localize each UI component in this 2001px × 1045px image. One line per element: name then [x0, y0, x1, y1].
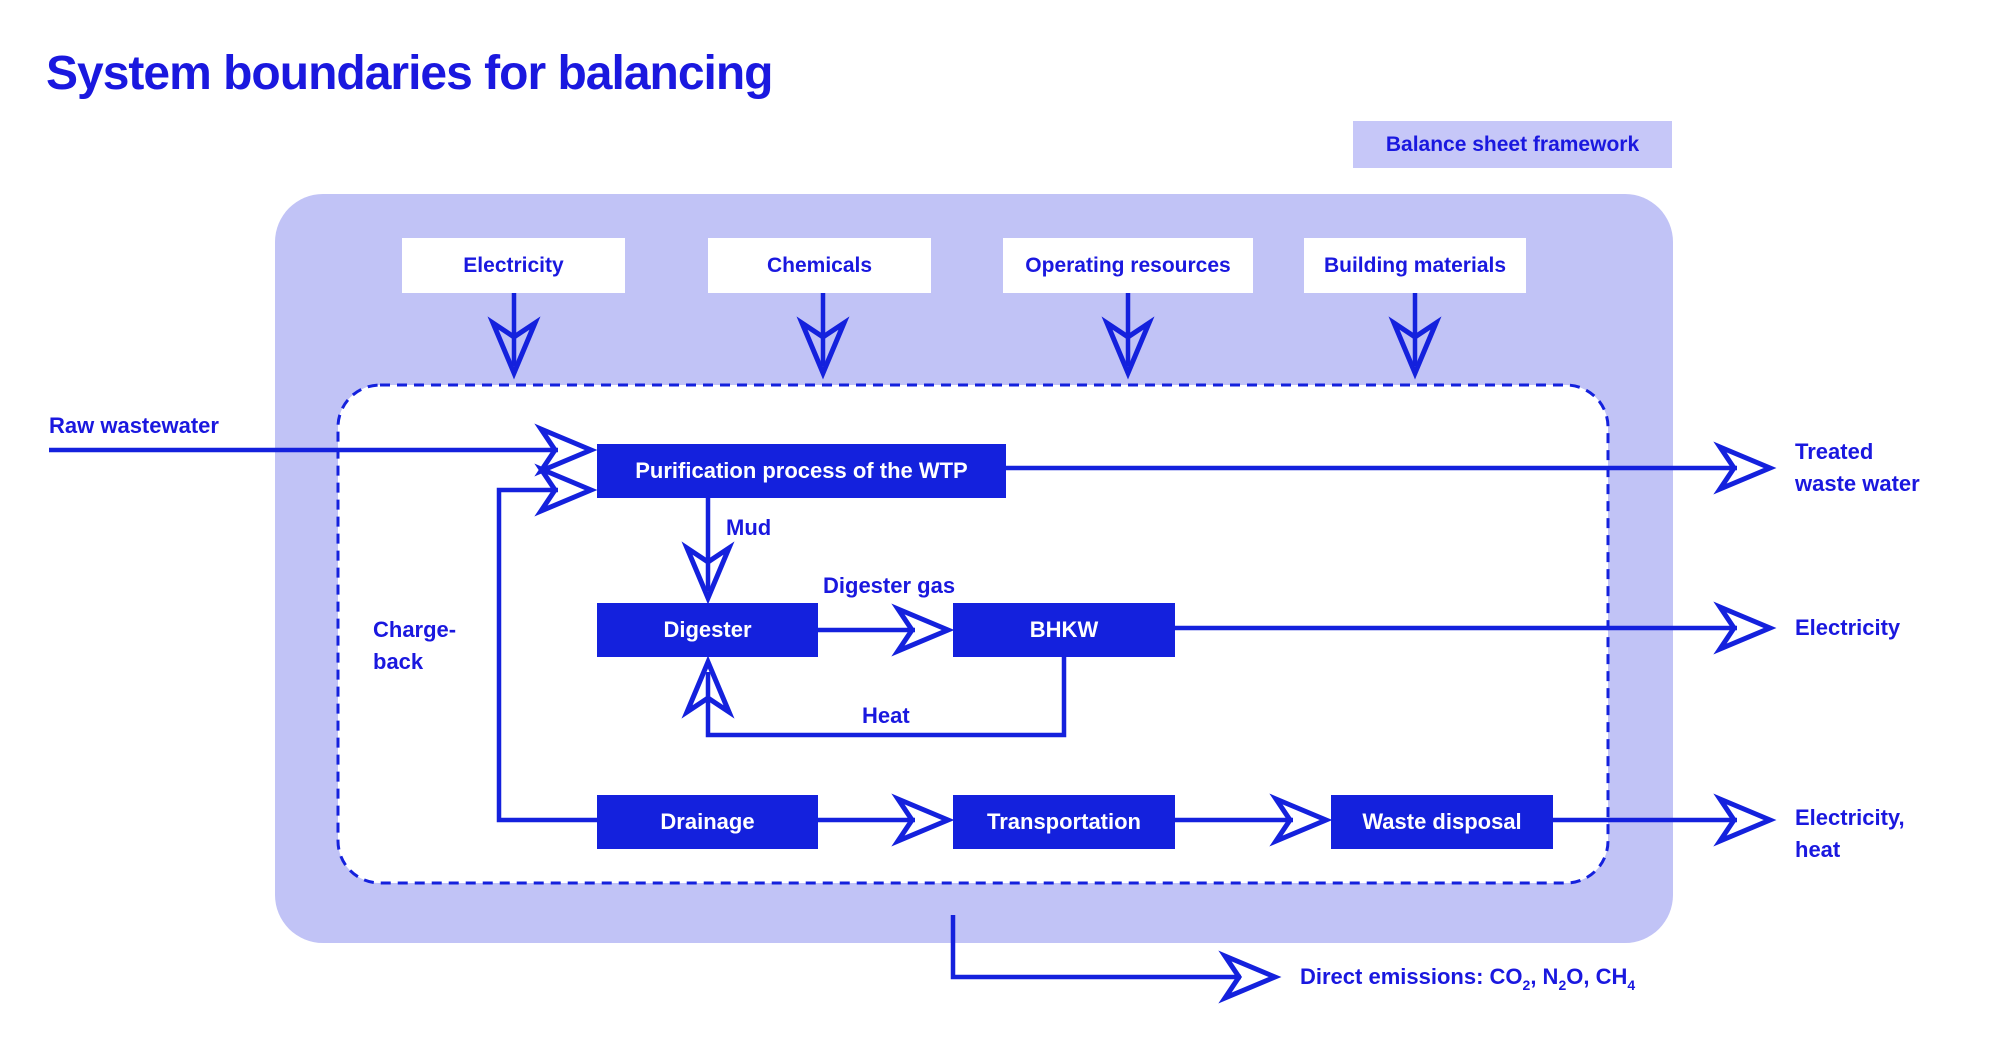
input-box-chemicals: Chemicals	[708, 238, 931, 293]
label-treated-line2: waste water	[1795, 471, 1920, 496]
direct-emissions-sub-1: 2	[1522, 977, 1531, 993]
label-raw-wastewater: Raw wastewater	[49, 413, 219, 438]
label-digester-gas: Digester gas	[823, 573, 956, 598]
process-label-digester: Digester	[663, 617, 752, 642]
process-box-purification: Purification process of the WTP	[597, 444, 1006, 498]
process-label-waste-disposal: Waste disposal	[1362, 809, 1522, 834]
balance-sheet-framework-chip: Balance sheet framework	[1353, 121, 1672, 168]
input-box-electricity: Electricity	[402, 238, 625, 293]
input-box-operating-resources: Operating resources	[1003, 238, 1253, 293]
input-label-electricity: Electricity	[463, 253, 564, 277]
process-box-transportation: Transportation	[953, 795, 1175, 849]
process-box-drainage: Drainage	[597, 795, 818, 849]
direct-emissions-text-2: , N	[1530, 964, 1559, 989]
input-label-operating-resources: Operating resources	[1025, 253, 1231, 277]
input-box-building-materials: Building materials	[1304, 238, 1526, 293]
label-chargeback-line2: back	[373, 649, 424, 674]
label-electricity-heat-line1: Electricity,	[1795, 805, 1905, 830]
label-electricity-out: Electricity	[1795, 615, 1901, 640]
balance-sheet-framework-label: Balance sheet framework	[1385, 132, 1640, 156]
label-electricity-heat-line2: heat	[1795, 837, 1841, 862]
process-box-waste-disposal: Waste disposal	[1331, 795, 1553, 849]
label-direct-emissions: Direct emissions: CO2, N2O, CH4	[1300, 961, 1635, 995]
process-label-drainage: Drainage	[660, 809, 755, 834]
process-label-transportation: Transportation	[986, 809, 1141, 834]
label-chargeback-line1: Charge-	[373, 617, 457, 642]
label-electricity-heat-out: Electricity, heat	[1795, 802, 1905, 866]
direct-emissions-text-1: Direct emissions: CO	[1300, 964, 1523, 989]
process-box-digester: Digester	[597, 603, 818, 657]
label-treated-line1: Treated	[1795, 439, 1874, 464]
label-chargeback: Charge- back	[373, 614, 456, 678]
input-label-chemicals: Chemicals	[766, 253, 873, 277]
page-title: System boundaries for balancing	[46, 47, 773, 100]
process-label-bhkw: BHKW	[1029, 617, 1099, 642]
label-treated-waste-water: Treated waste water	[1795, 436, 1920, 500]
process-label-purification: Purification process of the WTP	[635, 458, 968, 483]
input-label-building-materials: Building materials	[1323, 253, 1507, 277]
direct-emissions-sub-3: 4	[1627, 977, 1636, 993]
direct-emissions-text-3: O, CH	[1566, 964, 1628, 989]
label-mud: Mud	[726, 515, 772, 540]
process-box-bhkw: BHKW	[953, 603, 1175, 657]
direct-emissions-sub-2: 2	[1558, 977, 1567, 993]
label-heat: Heat	[862, 703, 910, 728]
